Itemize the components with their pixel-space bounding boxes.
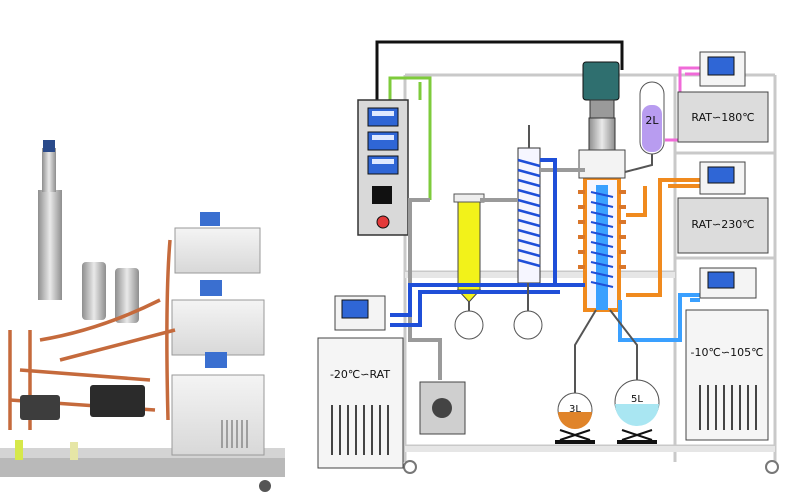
photo-pump [90, 385, 145, 417]
photo-receiver-2 [115, 268, 139, 323]
heater-mid-label: RAT∽230℃ [691, 218, 754, 231]
photo-base [0, 455, 285, 477]
residue-liquid [558, 412, 592, 429]
photo-motor [43, 140, 55, 152]
cold-loop [390, 158, 585, 327]
light-cold-loop [618, 293, 700, 342]
chiller-left-screen [341, 299, 369, 319]
condenser-coil [590, 191, 614, 288]
vacuum-pipes [408, 168, 585, 380]
chiller-right-vent [699, 385, 757, 430]
green-line [388, 76, 432, 200]
residue-flask-label: 3L [569, 404, 581, 415]
photo-vent [221, 420, 248, 448]
shaft-housing [588, 117, 616, 154]
flask-necks [468, 283, 529, 311]
wheel-right [765, 460, 779, 474]
heater-top-screen [707, 56, 735, 76]
schematic: 2L 3L 5L RAT∽180℃ RAT∽230℃ [317, 40, 779, 474]
feed-line [624, 154, 653, 173]
stop-button-icon [376, 215, 390, 229]
photo-pump-2 [20, 395, 60, 420]
photo-box-2 [171, 299, 265, 356]
photo-column-top [42, 148, 56, 192]
wheel-left [403, 460, 417, 474]
flask-a [454, 310, 484, 340]
feed-flask-label: 2L [645, 114, 659, 127]
photo-chillers [171, 212, 265, 456]
feed-liquid [642, 105, 662, 152]
panel-display-2 [367, 131, 399, 151]
stand-base-1 [555, 440, 595, 444]
photo-box-1 [174, 227, 261, 274]
base-shelf [405, 446, 775, 452]
hot-loop [626, 178, 700, 297]
distillate-flask-label: 5L [631, 394, 643, 405]
distillate-liquid [615, 404, 659, 426]
flask-stands [559, 429, 653, 441]
jacket-fins [578, 190, 626, 269]
photo-box-3 [171, 374, 265, 456]
heater-mid [677, 197, 769, 254]
panel-switch [372, 186, 392, 204]
chiller-left [317, 337, 404, 469]
photo-vial [15, 440, 23, 460]
photo-panel-2 [200, 280, 222, 296]
chiller-right-screen [707, 271, 735, 289]
pump-fan-icon [432, 398, 452, 418]
photo-column [38, 190, 62, 300]
panel-screen-glare [372, 111, 394, 164]
photo-panel-1 [200, 212, 220, 226]
yellow-column-cap [453, 193, 485, 203]
column-head [578, 149, 626, 179]
heater-top-label: RAT∽180℃ [691, 111, 754, 124]
chiller-right-label: -10℃∽105℃ [691, 346, 764, 359]
photo-base-top [0, 448, 285, 458]
photo-receiver-1 [82, 262, 106, 320]
motor-coupling [589, 99, 615, 119]
cold-trap-coil [517, 158, 541, 268]
panel-display-3 [367, 155, 399, 175]
photo-wheel [259, 480, 271, 492]
chiller-left-label: -20℃∽RAT [330, 368, 390, 381]
heater-mid-screen [707, 166, 735, 184]
condenser-core [596, 185, 608, 310]
outlet-lines [574, 309, 638, 393]
yellow-column [457, 199, 481, 291]
panel-display-1 [367, 107, 399, 127]
control-wire [375, 40, 624, 100]
photo-panel-3 [205, 352, 227, 368]
motor-icon [582, 61, 620, 101]
flask-b [513, 310, 543, 340]
heater-top [677, 91, 769, 143]
stand-base-2 [617, 440, 657, 444]
photo-vial-2 [70, 442, 78, 460]
equipment-photo [0, 140, 285, 492]
chiller-left-vent [331, 405, 389, 455]
